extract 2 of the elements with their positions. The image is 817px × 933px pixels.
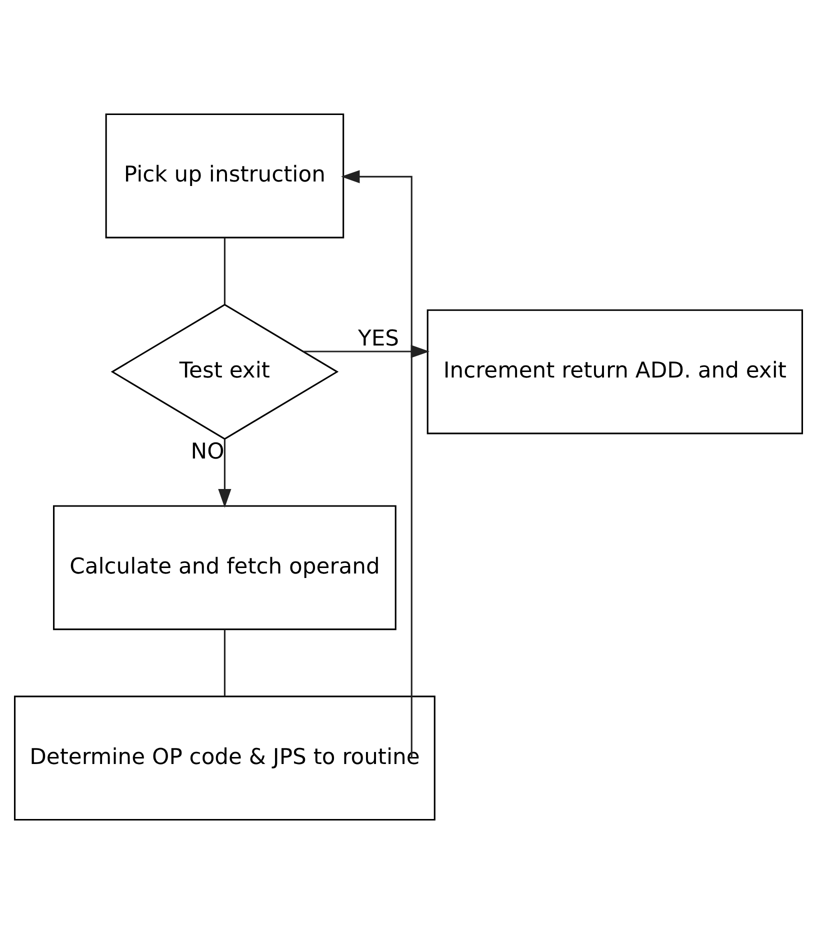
edge-label: YES <box>358 326 399 352</box>
edge-label: NO <box>190 439 224 464</box>
